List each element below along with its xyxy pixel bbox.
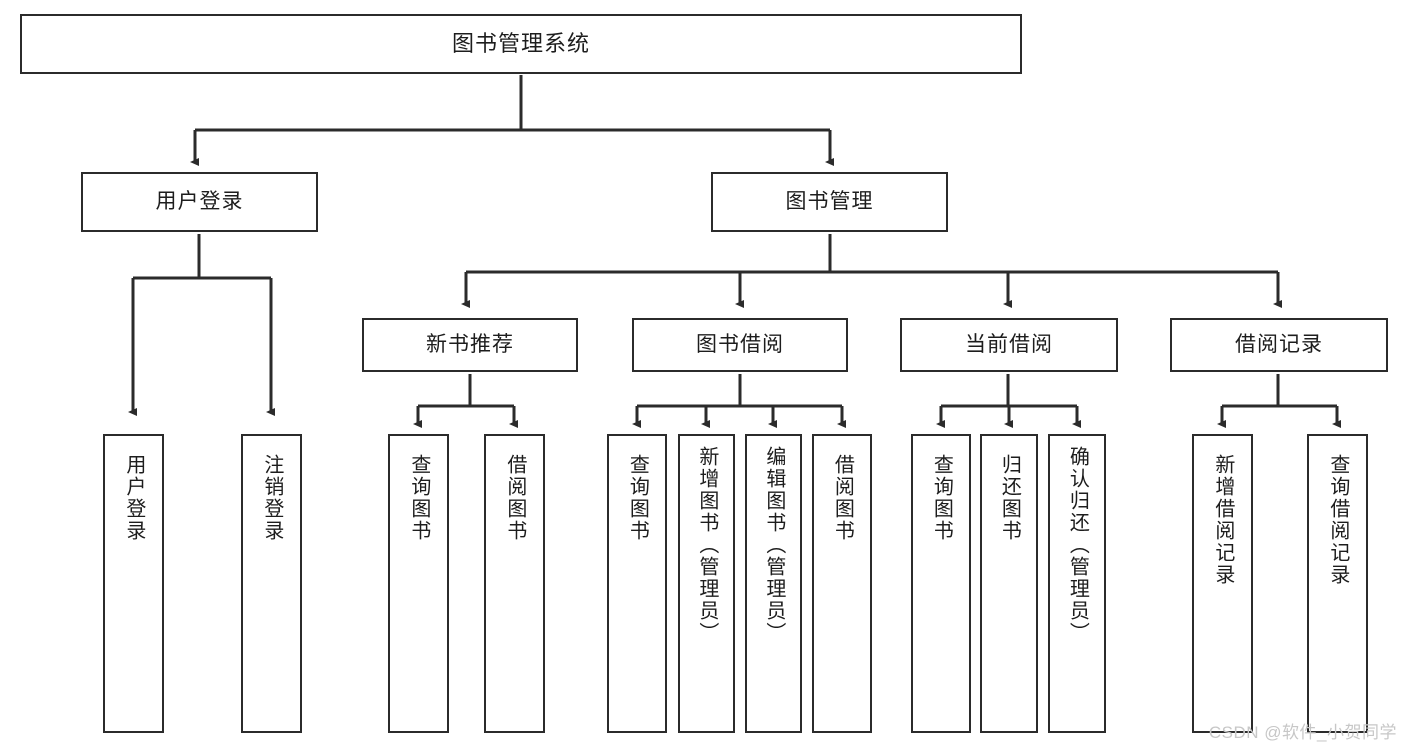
node-current-borrow[interactable]: 当前借阅 [900, 318, 1118, 372]
node-new-book-recommend[interactable]: 新书推荐 [362, 318, 578, 372]
node-label: 新增图书（管理员） [695, 446, 718, 644]
node-label: 图书借阅 [696, 332, 784, 356]
node-leaf-query-borrow-record[interactable]: 查询借阅记录 [1307, 434, 1368, 733]
node-root-book-management-system[interactable]: 图书管理系统 [20, 14, 1022, 74]
node-label: 查询图书 [626, 454, 649, 542]
node-label: 用户登录 [122, 454, 145, 542]
node-label: 确认归还（管理员） [1066, 446, 1089, 644]
node-user-login[interactable]: 用户登录 [81, 172, 318, 232]
node-leaf-return-book[interactable]: 归还图书 [980, 434, 1038, 733]
node-label: 查询借阅记录 [1326, 454, 1349, 586]
node-label: 当前借阅 [965, 332, 1053, 356]
node-leaf-query-book-recommend[interactable]: 查询图书 [388, 434, 449, 733]
node-leaf-user-login[interactable]: 用户登录 [103, 434, 164, 733]
node-leaf-edit-book[interactable]: 编辑图书（管理员） [745, 434, 802, 733]
node-leaf-add-book[interactable]: 新增图书（管理员） [678, 434, 735, 733]
node-label: 查询图书 [407, 454, 430, 542]
node-label: 用户登录 [155, 189, 244, 213]
csdn-watermark: CSDN @软件_小贺同学 [1208, 723, 1397, 742]
node-label: 查询图书 [930, 454, 953, 542]
node-label: 借阅记录 [1235, 332, 1323, 356]
node-label: 归还图书 [998, 454, 1021, 542]
node-label: 图书管理 [785, 189, 874, 213]
node-label: 编辑图书（管理员） [762, 446, 785, 644]
node-book-borrow[interactable]: 图书借阅 [632, 318, 848, 372]
node-label: 注销登录 [260, 454, 283, 542]
node-leaf-add-borrow-record[interactable]: 新增借阅记录 [1192, 434, 1253, 733]
node-leaf-query-book-borrow[interactable]: 查询图书 [607, 434, 667, 733]
node-leaf-user-logout[interactable]: 注销登录 [241, 434, 302, 733]
node-book-management[interactable]: 图书管理 [711, 172, 948, 232]
node-leaf-query-book-current[interactable]: 查询图书 [911, 434, 971, 733]
node-leaf-confirm-return[interactable]: 确认归还（管理员） [1048, 434, 1106, 733]
node-label: 新增借阅记录 [1211, 454, 1234, 586]
node-label: 借阅图书 [831, 454, 854, 542]
node-leaf-borrow-book[interactable]: 借阅图书 [812, 434, 872, 733]
node-label: 新书推荐 [426, 332, 514, 356]
node-leaf-borrow-book-recommend[interactable]: 借阅图书 [484, 434, 545, 733]
node-label: 借阅图书 [503, 454, 526, 542]
node-borrow-record[interactable]: 借阅记录 [1170, 318, 1388, 372]
node-label: 图书管理系统 [451, 31, 590, 57]
